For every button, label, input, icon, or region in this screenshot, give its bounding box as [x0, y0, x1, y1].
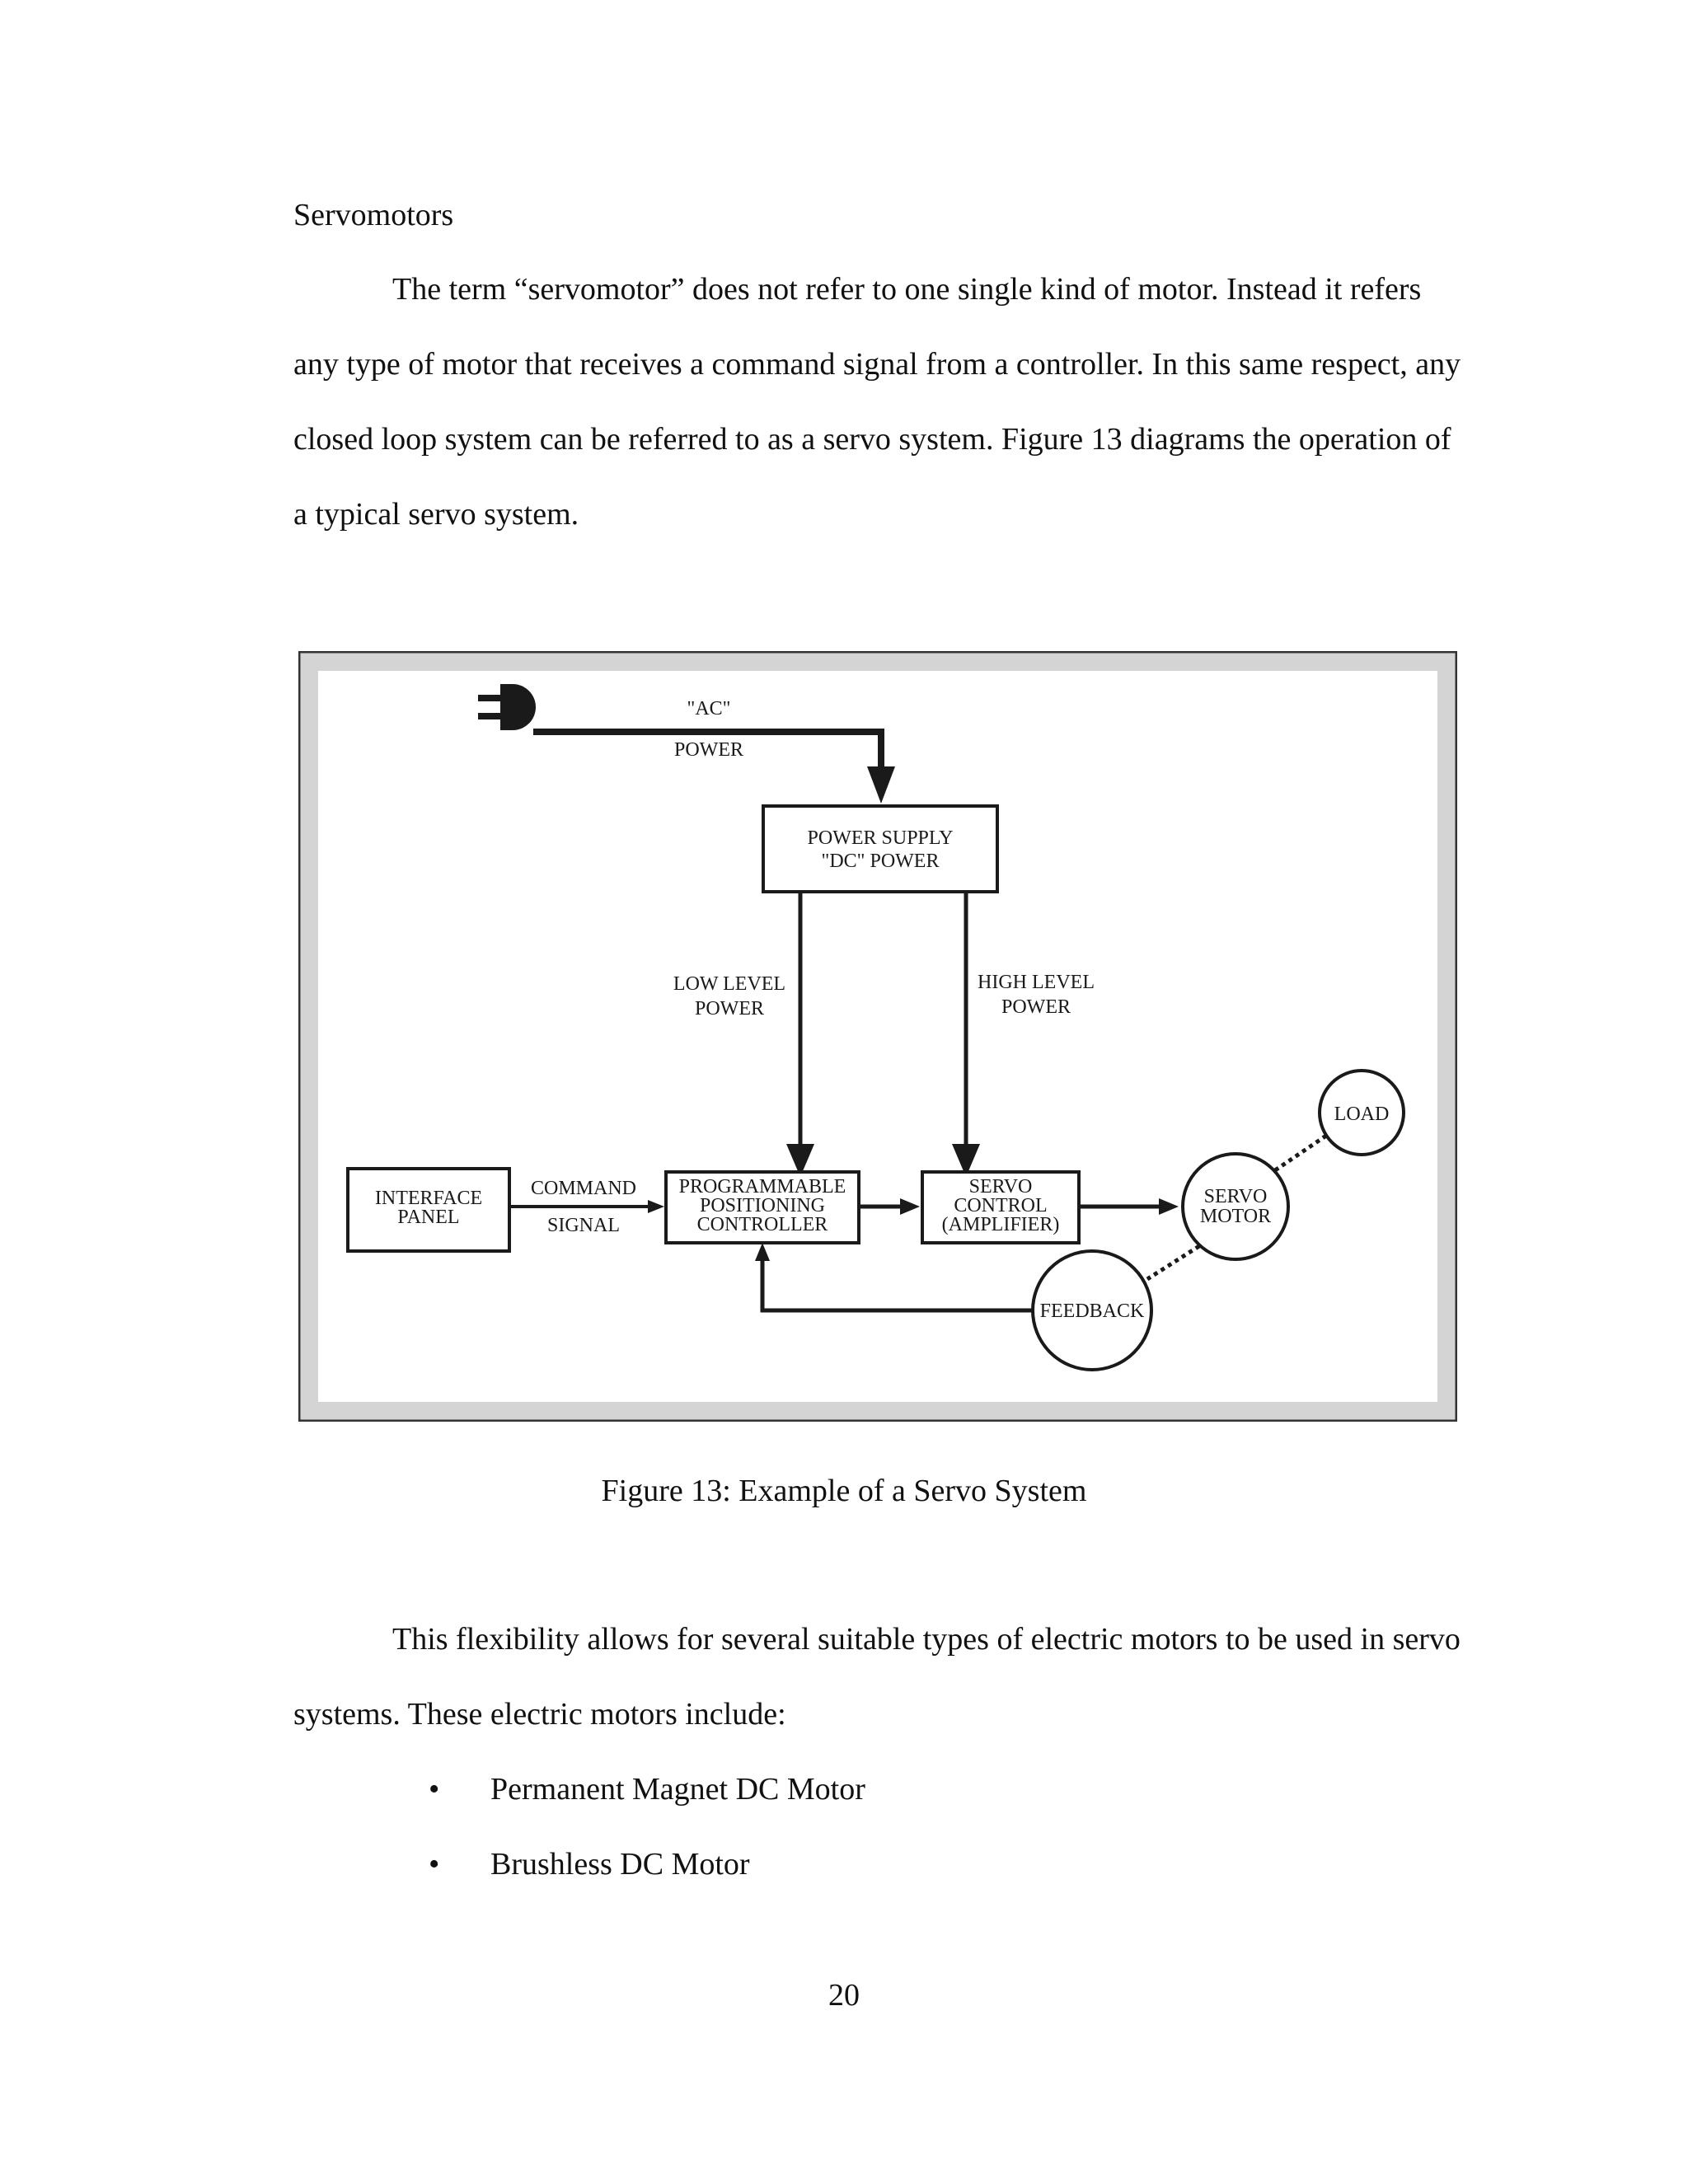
motor-to-feedback-dotted-link — [1146, 1244, 1201, 1282]
bullet-marker: • — [429, 1772, 440, 1807]
bullet-marker: • — [429, 1847, 440, 1882]
power-label: POWER — [674, 739, 743, 761]
servo-control-line-3: (AMPLIFIER) — [942, 1214, 1060, 1235]
controller-line-2: POSITIONING — [700, 1195, 825, 1216]
intro-paragraph: The term “servomotor” does not refer to … — [293, 272, 1461, 532]
servo-motor-line-2: MOTOR — [1200, 1206, 1271, 1227]
ac-plug-icon — [478, 684, 536, 730]
feedback-line — [760, 1259, 1033, 1313]
page-number: 20 — [828, 1978, 860, 2013]
interface-panel-box — [346, 1167, 511, 1253]
panel-label: PANEL — [397, 1207, 459, 1228]
list-item: • Brushless DC Motor — [429, 1827, 865, 1902]
ac-power-arrowhead — [867, 766, 895, 804]
servo-motor-line-1: SERVO — [1204, 1186, 1268, 1207]
servo-control-line-2: CONTROL — [954, 1195, 1047, 1216]
load-circle — [1318, 1069, 1405, 1156]
feedback-label: FEEDBACK — [1040, 1301, 1145, 1322]
signal-label: SIGNAL — [547, 1215, 620, 1236]
section-heading: Servomotors — [293, 198, 454, 232]
figure-caption: Figure 13: Example of a Servo System — [601, 1474, 1087, 1508]
list-item-text: Brushless DC Motor — [490, 1847, 750, 1882]
controller-line-1: PROGRAMMABLE — [679, 1176, 846, 1197]
high-level-power-label: POWER — [1001, 996, 1071, 1018]
flexibility-paragraph: This flexibility allows for several suit… — [293, 1622, 1461, 1732]
servo-motor-circle — [1181, 1152, 1290, 1261]
motor-type-list: • Permanent Magnet DC Motor • Brushless … — [429, 1752, 865, 1902]
power-supply-box — [762, 804, 999, 893]
low-level-power-arrowhead — [786, 1144, 814, 1177]
command-label: COMMAND — [531, 1178, 636, 1199]
motor-to-load-dotted-link — [1273, 1133, 1328, 1173]
low-level-label: LOW LEVEL — [673, 973, 785, 995]
command-signal-arrowhead — [648, 1200, 664, 1213]
dc-power-label: "DC" POWER — [822, 851, 940, 872]
list-item: • Permanent Magnet DC Motor — [429, 1752, 865, 1827]
amplifier-to-motor-arrowhead — [1159, 1198, 1179, 1215]
controller-line-3: CONTROLLER — [697, 1214, 828, 1235]
interface-label: INTERFACE — [375, 1188, 482, 1209]
servo-control-box — [921, 1170, 1081, 1244]
list-item-text: Permanent Magnet DC Motor — [490, 1772, 865, 1807]
servo-system-diagram: "AC" POWER POWER SUPPLY "DC" POWER LOW L… — [298, 651, 1457, 1422]
controller-to-amplifier-arrowhead — [900, 1198, 920, 1215]
feedback-arrowhead — [755, 1243, 770, 1261]
servo-control-line-1: SERVO — [969, 1176, 1033, 1197]
high-level-label: HIGH LEVEL — [978, 972, 1095, 993]
power-supply-label: POWER SUPPLY — [808, 827, 954, 849]
high-level-power-arrowhead — [952, 1144, 980, 1177]
low-level-power-label: POWER — [695, 998, 764, 1019]
ac-label: "AC" — [687, 698, 731, 719]
load-label: LOAD — [1334, 1104, 1390, 1125]
